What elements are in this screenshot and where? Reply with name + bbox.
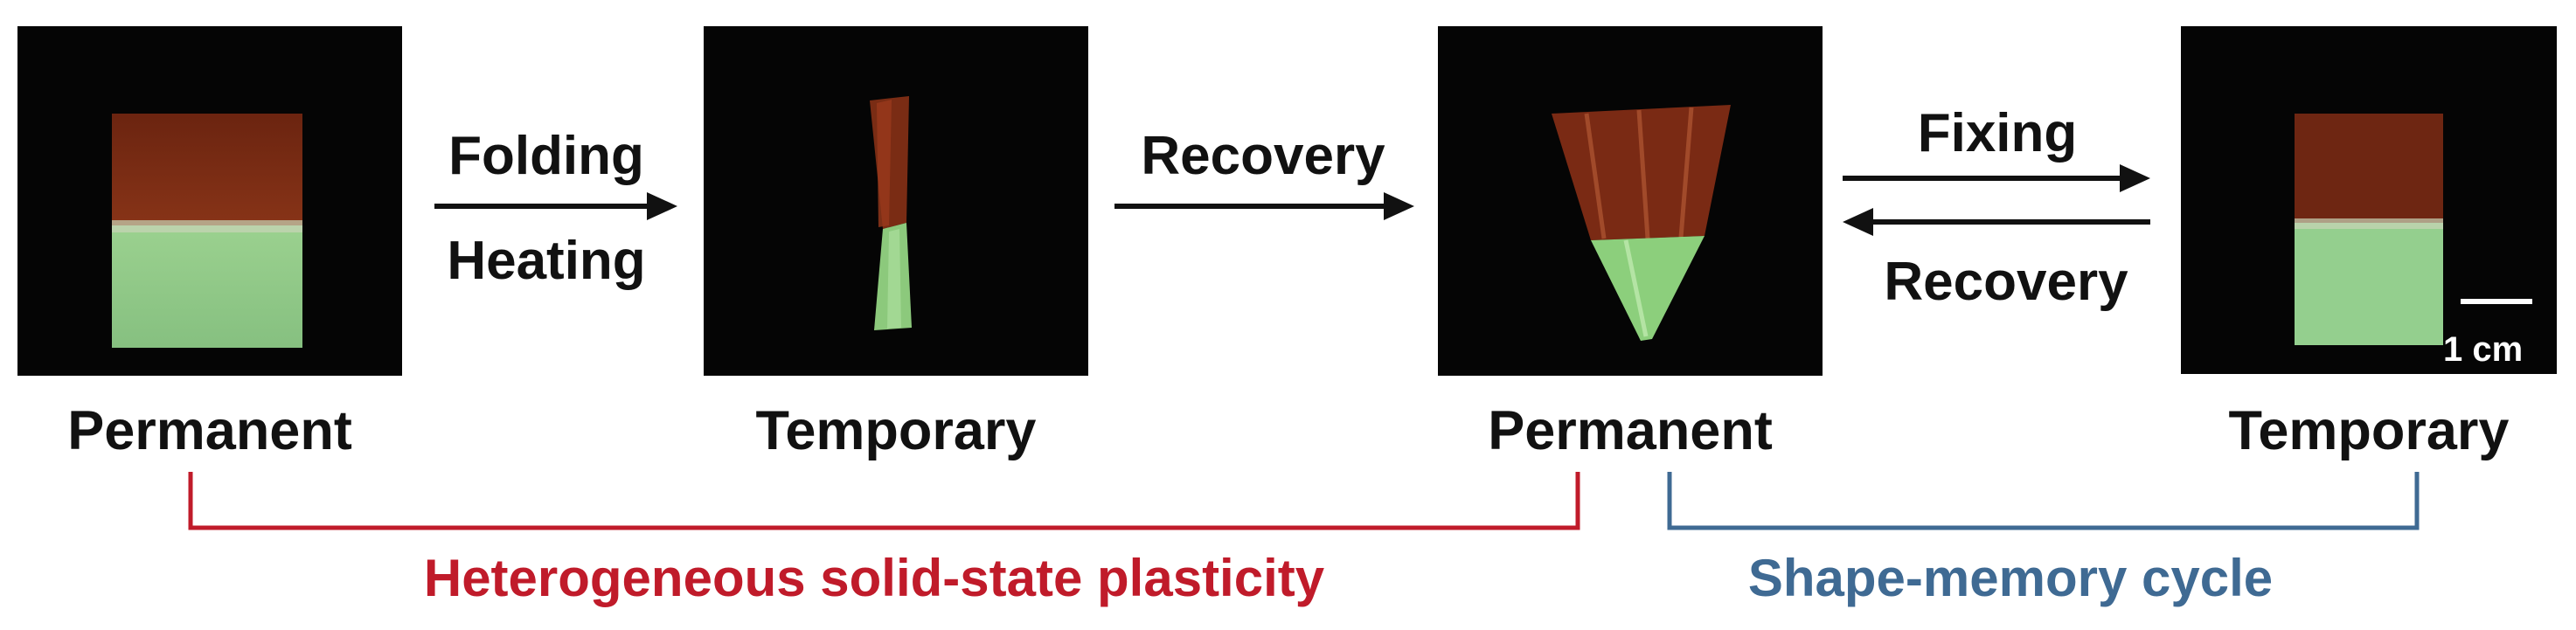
photo-permanent-recovered	[1438, 26, 1823, 376]
step-label-recovery-2: Recovery	[1884, 252, 2128, 312]
arrow-recovery	[1114, 192, 1414, 220]
fixed-green-section	[2295, 223, 2443, 345]
arrow-folding-heating	[434, 192, 677, 220]
film-red-section	[112, 114, 302, 236]
step-label-recovery-1: Recovery	[1141, 126, 1385, 186]
step-label-folding: Folding	[448, 126, 644, 186]
step-label-heating: Heating	[447, 231, 646, 291]
caption-temporary-1: Temporary	[755, 400, 1037, 461]
bracket-plasticity	[188, 472, 1580, 530]
step-label-fixing: Fixing	[1917, 103, 2078, 163]
film-fixed-graphic	[2295, 114, 2532, 345]
film-flat-graphic	[112, 114, 302, 348]
bracket-label-plasticity: Heterogeneous solid-state plasticity	[423, 549, 1325, 607]
photo-permanent-flat	[17, 26, 402, 376]
film-green-section	[112, 225, 302, 348]
film-fan-graphic	[1552, 105, 1731, 341]
caption-permanent-2: Permanent	[1488, 400, 1773, 461]
bracket-shape-memory	[1667, 472, 2420, 530]
caption-permanent-1: Permanent	[67, 400, 352, 461]
fixed-red-section	[2295, 114, 2443, 227]
caption-temporary-2: Temporary	[2228, 400, 2510, 461]
arrow-fixing	[1843, 164, 2150, 192]
scale-bar	[2461, 299, 2532, 304]
photo-temporary-fixed: 1 cm	[2181, 26, 2557, 374]
photo-temporary-folded	[704, 26, 1088, 376]
film-folded-graphic	[870, 96, 912, 330]
bracket-label-shape-memory: Shape-memory cycle	[1747, 549, 2274, 607]
scale-bar-label: 1 cm	[2443, 330, 2524, 369]
fan-green-part	[1591, 236, 1705, 341]
arrow-recovery-reverse	[1843, 208, 2150, 236]
